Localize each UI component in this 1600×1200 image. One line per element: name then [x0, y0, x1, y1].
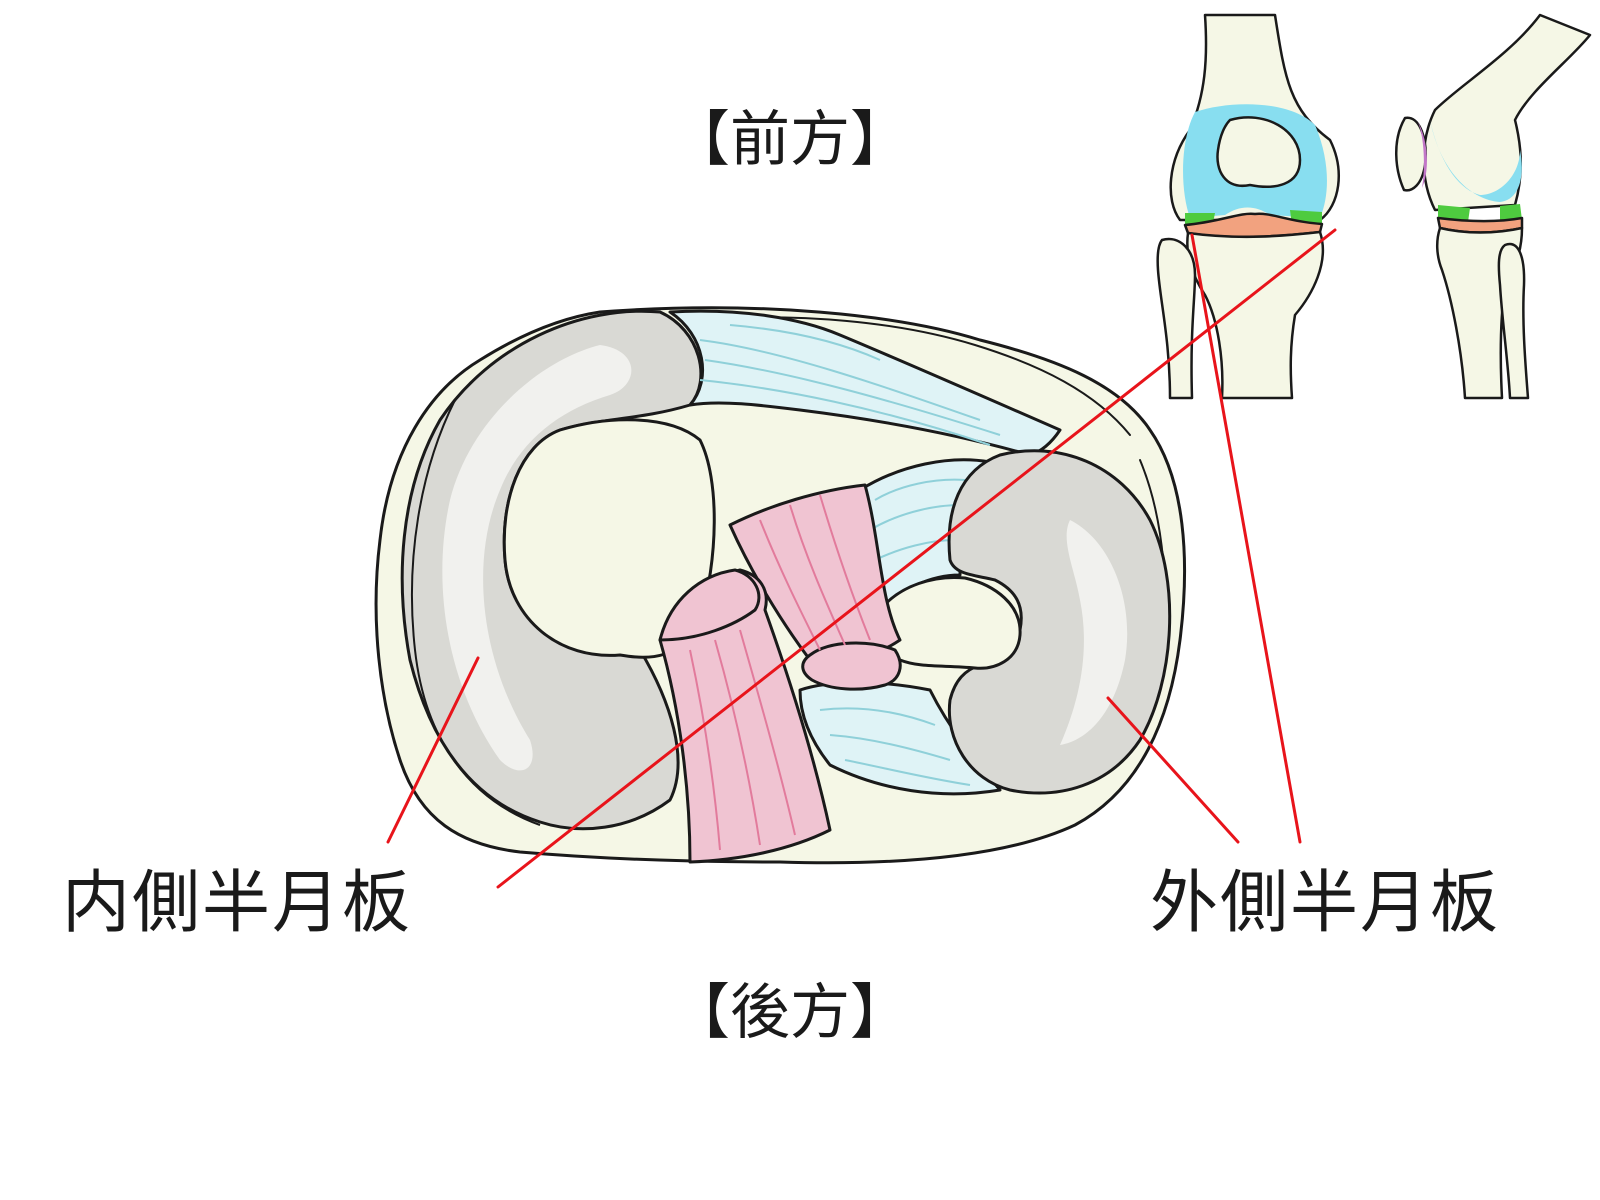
- lateral-ligament-fibers: [819, 478, 971, 786]
- posterior-label: 【後方】: [670, 978, 910, 1048]
- cruciate-fibers: [689, 494, 871, 851]
- leader-medial-long: [496, 228, 1337, 889]
- lateral-meniscus-highlight: [1060, 520, 1128, 745]
- anterior-ligament-fibers: [699, 324, 1001, 446]
- inset-side-meniscus: [1438, 204, 1522, 222]
- posterior-cruciate-end: [658, 568, 761, 642]
- knee-inset: [1156, 13, 1592, 400]
- leader-medial-short: [386, 656, 480, 844]
- medial-meniscus-highlight: [442, 345, 632, 771]
- cruciate-ligaments: [658, 483, 902, 864]
- inset-side-cartilage: [1430, 120, 1522, 202]
- anterior-cruciate-stump: [801, 641, 902, 691]
- lateral-meniscus-label: 外側半月板: [1150, 864, 1501, 943]
- inset-front-fibula: [1156, 237, 1197, 400]
- medial-inner-line: [411, 399, 541, 826]
- inset-front-patella: [1216, 116, 1302, 188]
- leader-lines: [386, 228, 1337, 889]
- leader-lateral-short: [1106, 696, 1240, 844]
- inset-side-femur: [1422, 13, 1592, 212]
- inset-side-patella-edge: [1418, 122, 1427, 188]
- inset-side-patella: [1395, 116, 1427, 192]
- leader-lateral-long: [1190, 233, 1302, 844]
- inset-side-fibula: [1497, 242, 1530, 400]
- inset-front-tibia: [1186, 230, 1325, 400]
- medial-meniscus-label: 内側半月板: [62, 864, 413, 943]
- anterior-label: 【前方】: [670, 105, 910, 175]
